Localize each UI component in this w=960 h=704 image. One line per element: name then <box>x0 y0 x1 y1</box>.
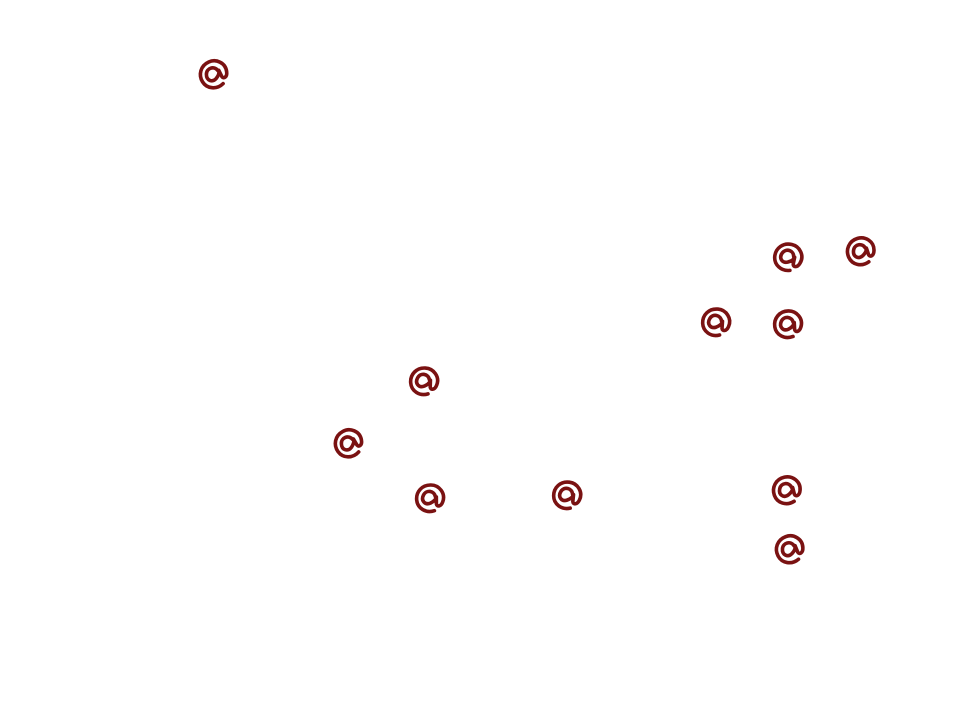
at-sign-icon <box>843 234 879 269</box>
at-sign-icon <box>195 55 233 93</box>
at-sign-icon <box>413 481 447 516</box>
at-sign-icon <box>769 238 808 277</box>
at-sign-icon <box>329 424 368 463</box>
at-sign-icon <box>770 473 804 507</box>
at-sign-icon <box>771 531 808 568</box>
at-sign-icon <box>698 304 734 340</box>
at-sign-icon <box>406 363 442 399</box>
at-sign-icon <box>549 477 586 514</box>
at-sign-icon <box>771 307 805 341</box>
